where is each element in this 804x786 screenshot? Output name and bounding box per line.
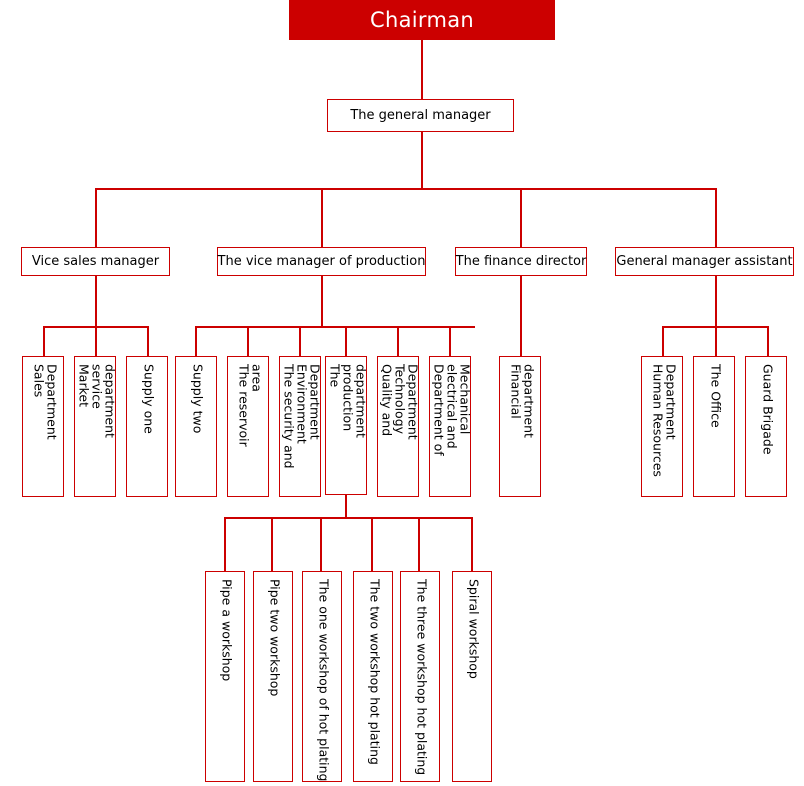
connector-workshop-to-3: [371, 517, 373, 571]
node-chairman-label: Chairman: [370, 8, 474, 32]
rotated-label-line: Guard Brigade: [760, 364, 776, 455]
rotated-label-line: The reservoir: [235, 364, 251, 447]
node-general-manager-label: The general manager: [350, 108, 491, 123]
rotated-label-line: production: [340, 364, 356, 432]
connector-workshop-to-0: [224, 517, 226, 571]
connector-production-to-dept-1: [247, 326, 249, 356]
connector-chairman-to-gm: [421, 40, 423, 99]
rotated-label-line: Market: [76, 364, 92, 407]
rotated-label-line: The three workshop hot plating: [414, 579, 430, 776]
rotated-label-line: Sales: [30, 364, 46, 398]
rotated-label-line: Environment: [294, 364, 310, 444]
connector-sales-to-dept-2: [147, 326, 149, 356]
node-general-manager[interactable]: The general manager: [327, 99, 514, 132]
node-the-office[interactable]: The Office: [693, 356, 735, 497]
connector-production-to-dept-0: [195, 326, 197, 356]
rotated-label-line: The security and: [281, 364, 297, 469]
connector-workshop-to-1: [271, 517, 273, 571]
rotated-label-line: electrical and: [444, 364, 460, 449]
connector-production-to-dept-2: [299, 326, 301, 356]
rotated-label-line: Department of: [431, 364, 447, 456]
node-chairman[interactable]: Chairman: [289, 0, 555, 40]
node-general-manager-assistant-label: General manager assistant: [616, 254, 793, 269]
connector-sales-drop: [95, 276, 97, 326]
connector-production-bus: [195, 326, 475, 328]
connector-assistant-drop: [715, 276, 717, 326]
connector-production-dept-drop: [345, 495, 347, 517]
rotated-label-line: Supply one: [141, 364, 157, 434]
rotated-label-line: Pipe two workshop: [267, 579, 283, 697]
node-guard-brigade[interactable]: Guard Brigade: [745, 356, 787, 497]
rotated-label-line: The one workshop of hot plating: [316, 579, 332, 782]
node-vice-sales-manager-label: Vice sales manager: [31, 254, 160, 269]
node-one-workshop-hot-plating[interactable]: The one workshop of hot plating: [302, 571, 342, 782]
connector-production-to-dept-4: [397, 326, 399, 356]
connector-workshop-to-2: [320, 517, 322, 571]
rotated-label-line: Technology: [392, 364, 408, 435]
node-finance-director-label: The finance director: [455, 254, 587, 269]
rotated-label-line: Financial: [507, 364, 523, 419]
connector-sales-to-dept-0: [43, 326, 45, 356]
rotated-label-line: Spiral workshop: [466, 579, 482, 679]
connector-production-to-dept-3: [345, 326, 347, 356]
rotated-label-line: department: [520, 364, 536, 438]
node-finance-director[interactable]: The finance director: [455, 247, 587, 276]
rotated-label-line: service: [89, 364, 105, 409]
rotated-label-line: Department: [43, 364, 59, 440]
node-vice-sales-manager[interactable]: Vice sales manager: [21, 247, 170, 276]
connector-sales-to-dept-1: [95, 326, 97, 356]
rotated-label-line: Human Resources: [649, 364, 665, 477]
node-vice-manager-production-label: The vice manager of production: [217, 254, 426, 269]
connector-level2-bus: [95, 188, 715, 190]
rotated-label-line: area: [248, 364, 264, 392]
rotated-label-line: Department: [662, 364, 678, 440]
connector-assistant-bus: [662, 326, 767, 328]
rotated-label-line: The: [327, 364, 343, 388]
node-three-workshop-hot-plating[interactable]: The three workshop hot plating: [400, 571, 440, 782]
connector-assistant-to-dept-1: [715, 326, 717, 356]
connector-workshop-bus: [224, 517, 472, 519]
rotated-label-line: Quality and: [379, 364, 395, 437]
connector-assistant-to-dept-2: [767, 326, 769, 356]
rotated-label-line: Department: [307, 364, 321, 440]
rotated-label-line: Department: [405, 364, 419, 440]
connector-bus-to-finance: [520, 188, 522, 247]
rotated-label-line: department: [102, 364, 116, 438]
rotated-label-line: Pipe a workshop: [219, 579, 235, 682]
rotated-label-line: The two workshop hot plating: [367, 579, 383, 765]
rotated-label-line: Mechanical: [457, 364, 471, 435]
connector-workshop-to-4: [418, 517, 420, 571]
connector-workshop-to-5: [471, 517, 473, 571]
connector-bus-to-production: [321, 188, 323, 247]
node-spiral-workshop[interactable]: Spiral workshop: [452, 571, 492, 782]
connector-production-to-dept-5: [449, 326, 451, 356]
connector-bus-to-sales: [95, 188, 97, 247]
node-supply-one[interactable]: Supply one: [126, 356, 168, 497]
node-vice-manager-production[interactable]: The vice manager of production: [217, 247, 426, 276]
connector-bus-to-assistant: [715, 188, 717, 247]
connector-gm-drop: [421, 132, 423, 188]
connector-assistant-to-dept-0: [662, 326, 664, 356]
node-two-workshop-hot-plating[interactable]: The two workshop hot plating: [353, 571, 393, 782]
rotated-label-line: The Office: [708, 364, 724, 428]
node-supply-two[interactable]: Supply two: [175, 356, 217, 497]
node-general-manager-assistant[interactable]: General manager assistant: [615, 247, 794, 276]
connector-production-drop: [321, 276, 323, 326]
node-pipe-a-workshop[interactable]: Pipe a workshop: [205, 571, 245, 782]
connector-finance-drop: [520, 276, 522, 356]
rotated-label-line: department: [353, 364, 367, 438]
node-pipe-two-workshop[interactable]: Pipe two workshop: [253, 571, 293, 782]
rotated-label-line: Supply two: [190, 364, 206, 434]
